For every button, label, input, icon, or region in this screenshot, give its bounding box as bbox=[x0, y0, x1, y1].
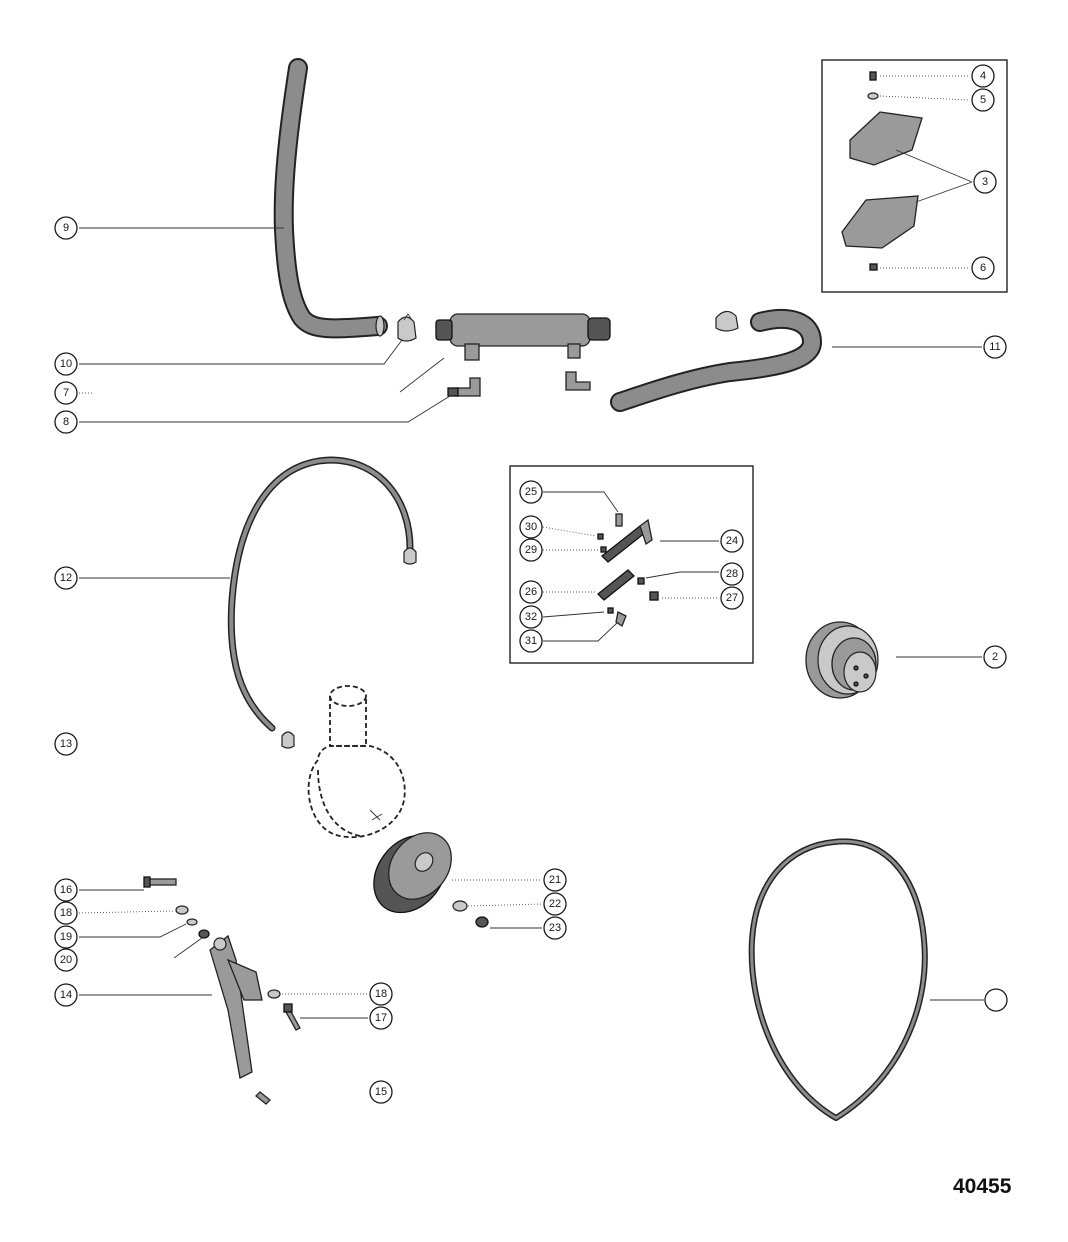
callout-14-label: 14 bbox=[60, 989, 72, 1001]
callout-21: 21 bbox=[543, 868, 567, 892]
callout-18a-label: 18 bbox=[60, 907, 72, 919]
callout-24: 24 bbox=[720, 529, 744, 553]
small-parts-29-30 bbox=[597, 533, 607, 553]
hose-part-12 bbox=[227, 456, 417, 749]
callout-22-label: 22 bbox=[549, 898, 561, 910]
callout-16-label: 16 bbox=[60, 884, 72, 896]
callout-21-label: 21 bbox=[549, 874, 561, 886]
callout-12: 12 bbox=[54, 566, 78, 590]
callout-8: 8 bbox=[54, 410, 78, 434]
callout-14: 14 bbox=[54, 983, 78, 1007]
callout-3: 3 bbox=[973, 170, 997, 194]
callout-25: 25 bbox=[519, 480, 543, 504]
hose-part-11 bbox=[610, 308, 822, 412]
callout-15: 15 bbox=[369, 1080, 393, 1104]
bolt-part-25 bbox=[615, 513, 623, 527]
nut-part-6 bbox=[869, 263, 878, 271]
callout-19: 19 bbox=[54, 925, 78, 949]
callout-12-label: 12 bbox=[60, 572, 72, 584]
callout-15-label: 15 bbox=[375, 1086, 387, 1098]
callout-32-label: 32 bbox=[525, 611, 537, 623]
link-part-26 bbox=[597, 569, 635, 601]
callout-26-label: 26 bbox=[525, 586, 537, 598]
callout-18b-label: 18 bbox=[375, 988, 387, 1000]
callout-10: 10 bbox=[54, 352, 78, 376]
callout-7-label: 7 bbox=[63, 387, 69, 399]
callout-1 bbox=[984, 988, 1008, 1012]
callout-7: 7 bbox=[54, 381, 78, 405]
link-part-24 bbox=[601, 518, 653, 563]
callout-20-label: 20 bbox=[60, 954, 72, 966]
callout-27-label: 27 bbox=[726, 592, 738, 604]
leader-lines bbox=[78, 75, 984, 1019]
bracket-part-14 bbox=[209, 934, 263, 1079]
callout-9-label: 9 bbox=[63, 222, 69, 234]
figure-number: 40455 bbox=[953, 1175, 1012, 1198]
inset-box-top bbox=[821, 59, 1008, 293]
callout-23-label: 23 bbox=[549, 922, 561, 934]
callout-20: 20 bbox=[54, 948, 78, 972]
callout-13-label: 13 bbox=[60, 738, 72, 750]
small-parts-31-32 bbox=[607, 607, 627, 627]
hose-part-9 bbox=[273, 58, 388, 339]
washer-part-18b bbox=[267, 989, 281, 999]
callout-24-label: 24 bbox=[726, 535, 738, 547]
callout-5-label: 5 bbox=[980, 94, 986, 106]
callout-22: 22 bbox=[543, 892, 567, 916]
drive-belt-part-1 bbox=[748, 838, 928, 1121]
callout-28-label: 28 bbox=[726, 568, 738, 580]
washer-part-22 bbox=[452, 900, 468, 912]
callout-10-label: 10 bbox=[60, 358, 72, 370]
screw-part-4 bbox=[869, 71, 877, 81]
pulley-part-2 bbox=[805, 621, 879, 699]
water-pump-part-13 bbox=[307, 685, 406, 838]
callout-9: 9 bbox=[54, 216, 78, 240]
nut-part-23 bbox=[475, 916, 489, 928]
callout-4: 4 bbox=[971, 64, 995, 88]
callout-25-label: 25 bbox=[525, 486, 537, 498]
callout-23: 23 bbox=[543, 916, 567, 940]
bolt-part-17 bbox=[283, 1003, 301, 1031]
washers-parts-18-19-20 bbox=[175, 905, 210, 939]
bracket-part-3 bbox=[841, 111, 923, 249]
callout-29-label: 29 bbox=[525, 544, 537, 556]
callout-4-label: 4 bbox=[980, 70, 986, 82]
callout-16: 16 bbox=[54, 878, 78, 902]
callout-18b: 18 bbox=[369, 982, 393, 1006]
callout-13: 13 bbox=[54, 732, 78, 756]
callout-32: 32 bbox=[519, 605, 543, 629]
callout-17-label: 17 bbox=[375, 1012, 387, 1024]
callout-11: 11 bbox=[983, 335, 1007, 359]
bolt-part-16 bbox=[143, 876, 177, 888]
callout-2: 2 bbox=[983, 645, 1007, 669]
callout-27: 27 bbox=[720, 586, 744, 610]
callout-3-label: 3 bbox=[982, 176, 988, 188]
callout-29: 29 bbox=[519, 538, 543, 562]
callout-5: 5 bbox=[971, 88, 995, 112]
callout-2-label: 2 bbox=[992, 651, 998, 663]
washer-part-5 bbox=[867, 92, 879, 100]
small-parts-27-28 bbox=[637, 577, 659, 601]
callout-6: 6 bbox=[971, 256, 995, 280]
oil-cooler-part-7 bbox=[435, 313, 611, 361]
hose-clamp-part-10 bbox=[397, 313, 417, 342]
callout-8-label: 8 bbox=[63, 416, 69, 428]
elbow-fitting-part-8 bbox=[447, 371, 591, 397]
inset-box-middle bbox=[509, 465, 754, 664]
callout-26: 26 bbox=[519, 580, 543, 604]
callout-18a: 18 bbox=[54, 901, 78, 925]
callout-19-label: 19 bbox=[60, 931, 72, 943]
hose-clamp-part-11 bbox=[715, 310, 739, 332]
pulley-part-21 bbox=[373, 832, 452, 914]
bolt-part-15 bbox=[255, 1091, 271, 1105]
callout-28: 28 bbox=[720, 562, 744, 586]
callout-31-label: 31 bbox=[525, 635, 537, 647]
callout-30-label: 30 bbox=[525, 521, 537, 533]
callout-6-label: 6 bbox=[980, 262, 986, 274]
callout-31: 31 bbox=[519, 629, 543, 653]
callout-17: 17 bbox=[369, 1006, 393, 1030]
callout-30: 30 bbox=[519, 515, 543, 539]
callout-11-label: 11 bbox=[989, 341, 1000, 353]
